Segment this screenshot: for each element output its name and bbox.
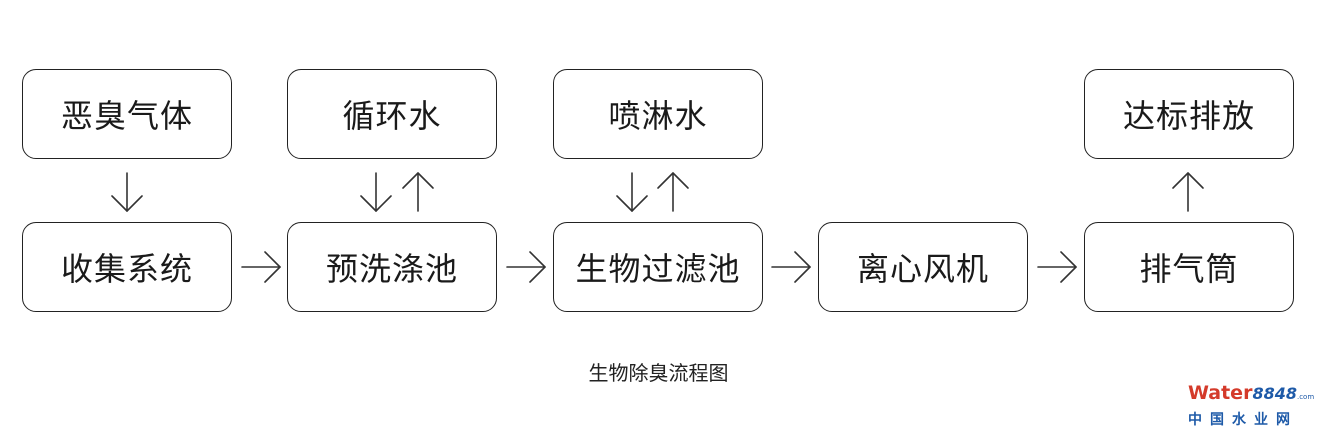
node-collection-system: 收集系统 bbox=[22, 222, 232, 312]
node-waste-gas: 恶臭气体 bbox=[22, 69, 232, 159]
arrow-right-prewash-to-biofilter bbox=[506, 251, 546, 283]
arrow-down-circulating-to-prewash bbox=[360, 172, 392, 212]
arrow-up-stack-to-discharge bbox=[1172, 172, 1204, 212]
arrow-down-waste-to-collection bbox=[111, 172, 143, 212]
arrow-right-fan-to-stack bbox=[1037, 251, 1077, 283]
arrow-right-collection-to-prewash bbox=[241, 251, 281, 283]
arrow-up-prewash-to-circulating bbox=[402, 172, 434, 212]
node-prewash-tank: 预洗涤池 bbox=[287, 222, 497, 312]
node-spray-water: 喷淋水 bbox=[553, 69, 763, 159]
logo-brand: Water bbox=[1188, 382, 1253, 404]
node-exhaust-stack: 排气筒 bbox=[1084, 222, 1294, 312]
arrow-down-spray-to-biofilter bbox=[616, 172, 648, 212]
logo-subtitle: 中国水业网 bbox=[1188, 412, 1298, 428]
arrow-right-biofilter-to-fan bbox=[771, 251, 811, 283]
node-centrifugal-fan: 离心风机 bbox=[818, 222, 1028, 312]
node-circulating-water: 循环水 bbox=[287, 69, 497, 159]
node-biofilter-tank: 生物过滤池 bbox=[553, 222, 763, 312]
logo-number: 8848 bbox=[1252, 384, 1297, 403]
node-discharge: 达标排放 bbox=[1084, 69, 1294, 159]
watermark-logo: Water8848.com 中国水业网 bbox=[1188, 382, 1315, 429]
logo-suffix: .com bbox=[1296, 393, 1315, 401]
arrow-up-biofilter-to-spray bbox=[657, 172, 689, 212]
diagram-caption: 生物除臭流程图 bbox=[588, 361, 729, 385]
